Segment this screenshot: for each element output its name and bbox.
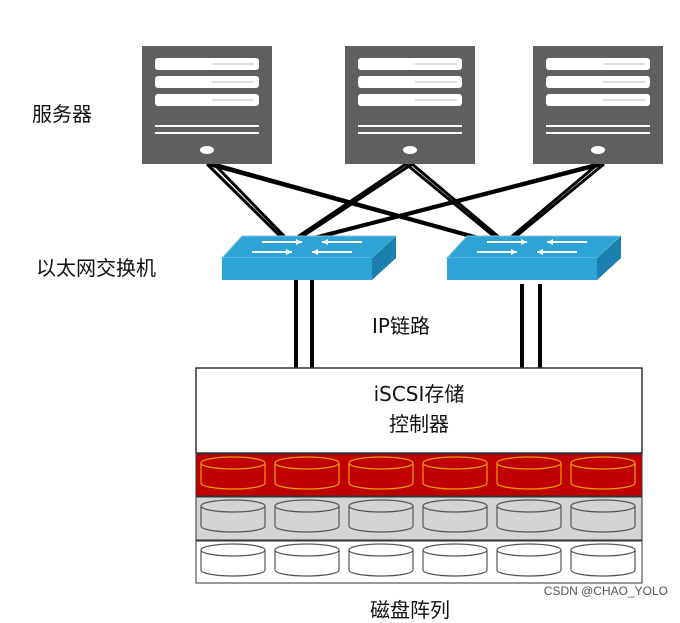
disk-red-icon [422,456,488,490]
disk-white-icon [496,543,562,577]
disk-gray-icon [422,499,488,533]
controller-label-line1: iSCSI存储 [373,382,465,406]
disk-gray-icon [496,499,562,533]
server-icon [345,46,475,164]
switches-label: 以太网交换机 [36,256,156,280]
switch-icon [445,235,623,280]
disk-red-icon [496,456,562,490]
disk-red-icon [200,456,266,490]
disk-red-icon [348,456,414,490]
controller-label-line2: 控制器 [389,412,449,436]
disk-gray-icon [274,499,340,533]
disk-gray-icon [200,499,266,533]
disk-white-icon [348,543,414,577]
disk-gray-icon [570,499,636,533]
disk-red-icon [274,456,340,490]
disk-row-red-bg [195,453,643,497]
watermark: CSDN @CHAO_YOLO [543,584,668,598]
disk-white-icon [570,543,636,577]
servers-label: 服务器 [32,102,92,126]
server-switch-cables [205,162,605,240]
ip-link-label: IP链路 [372,314,430,338]
disk-red-icon [570,456,636,490]
ip-link-lines [294,280,542,368]
disk-row-white-bg [195,540,643,584]
switch-icon [220,235,398,280]
disk-white-icon [422,543,488,577]
server-icon [533,46,663,164]
disk-row-gray-bg [195,496,643,541]
disk-white-icon [200,543,266,577]
server-icon [142,46,272,164]
storage-controller-box [195,367,643,454]
disk-white-icon [274,543,340,577]
san-diagram [142,46,663,584]
disk-gray-icon [348,499,414,533]
